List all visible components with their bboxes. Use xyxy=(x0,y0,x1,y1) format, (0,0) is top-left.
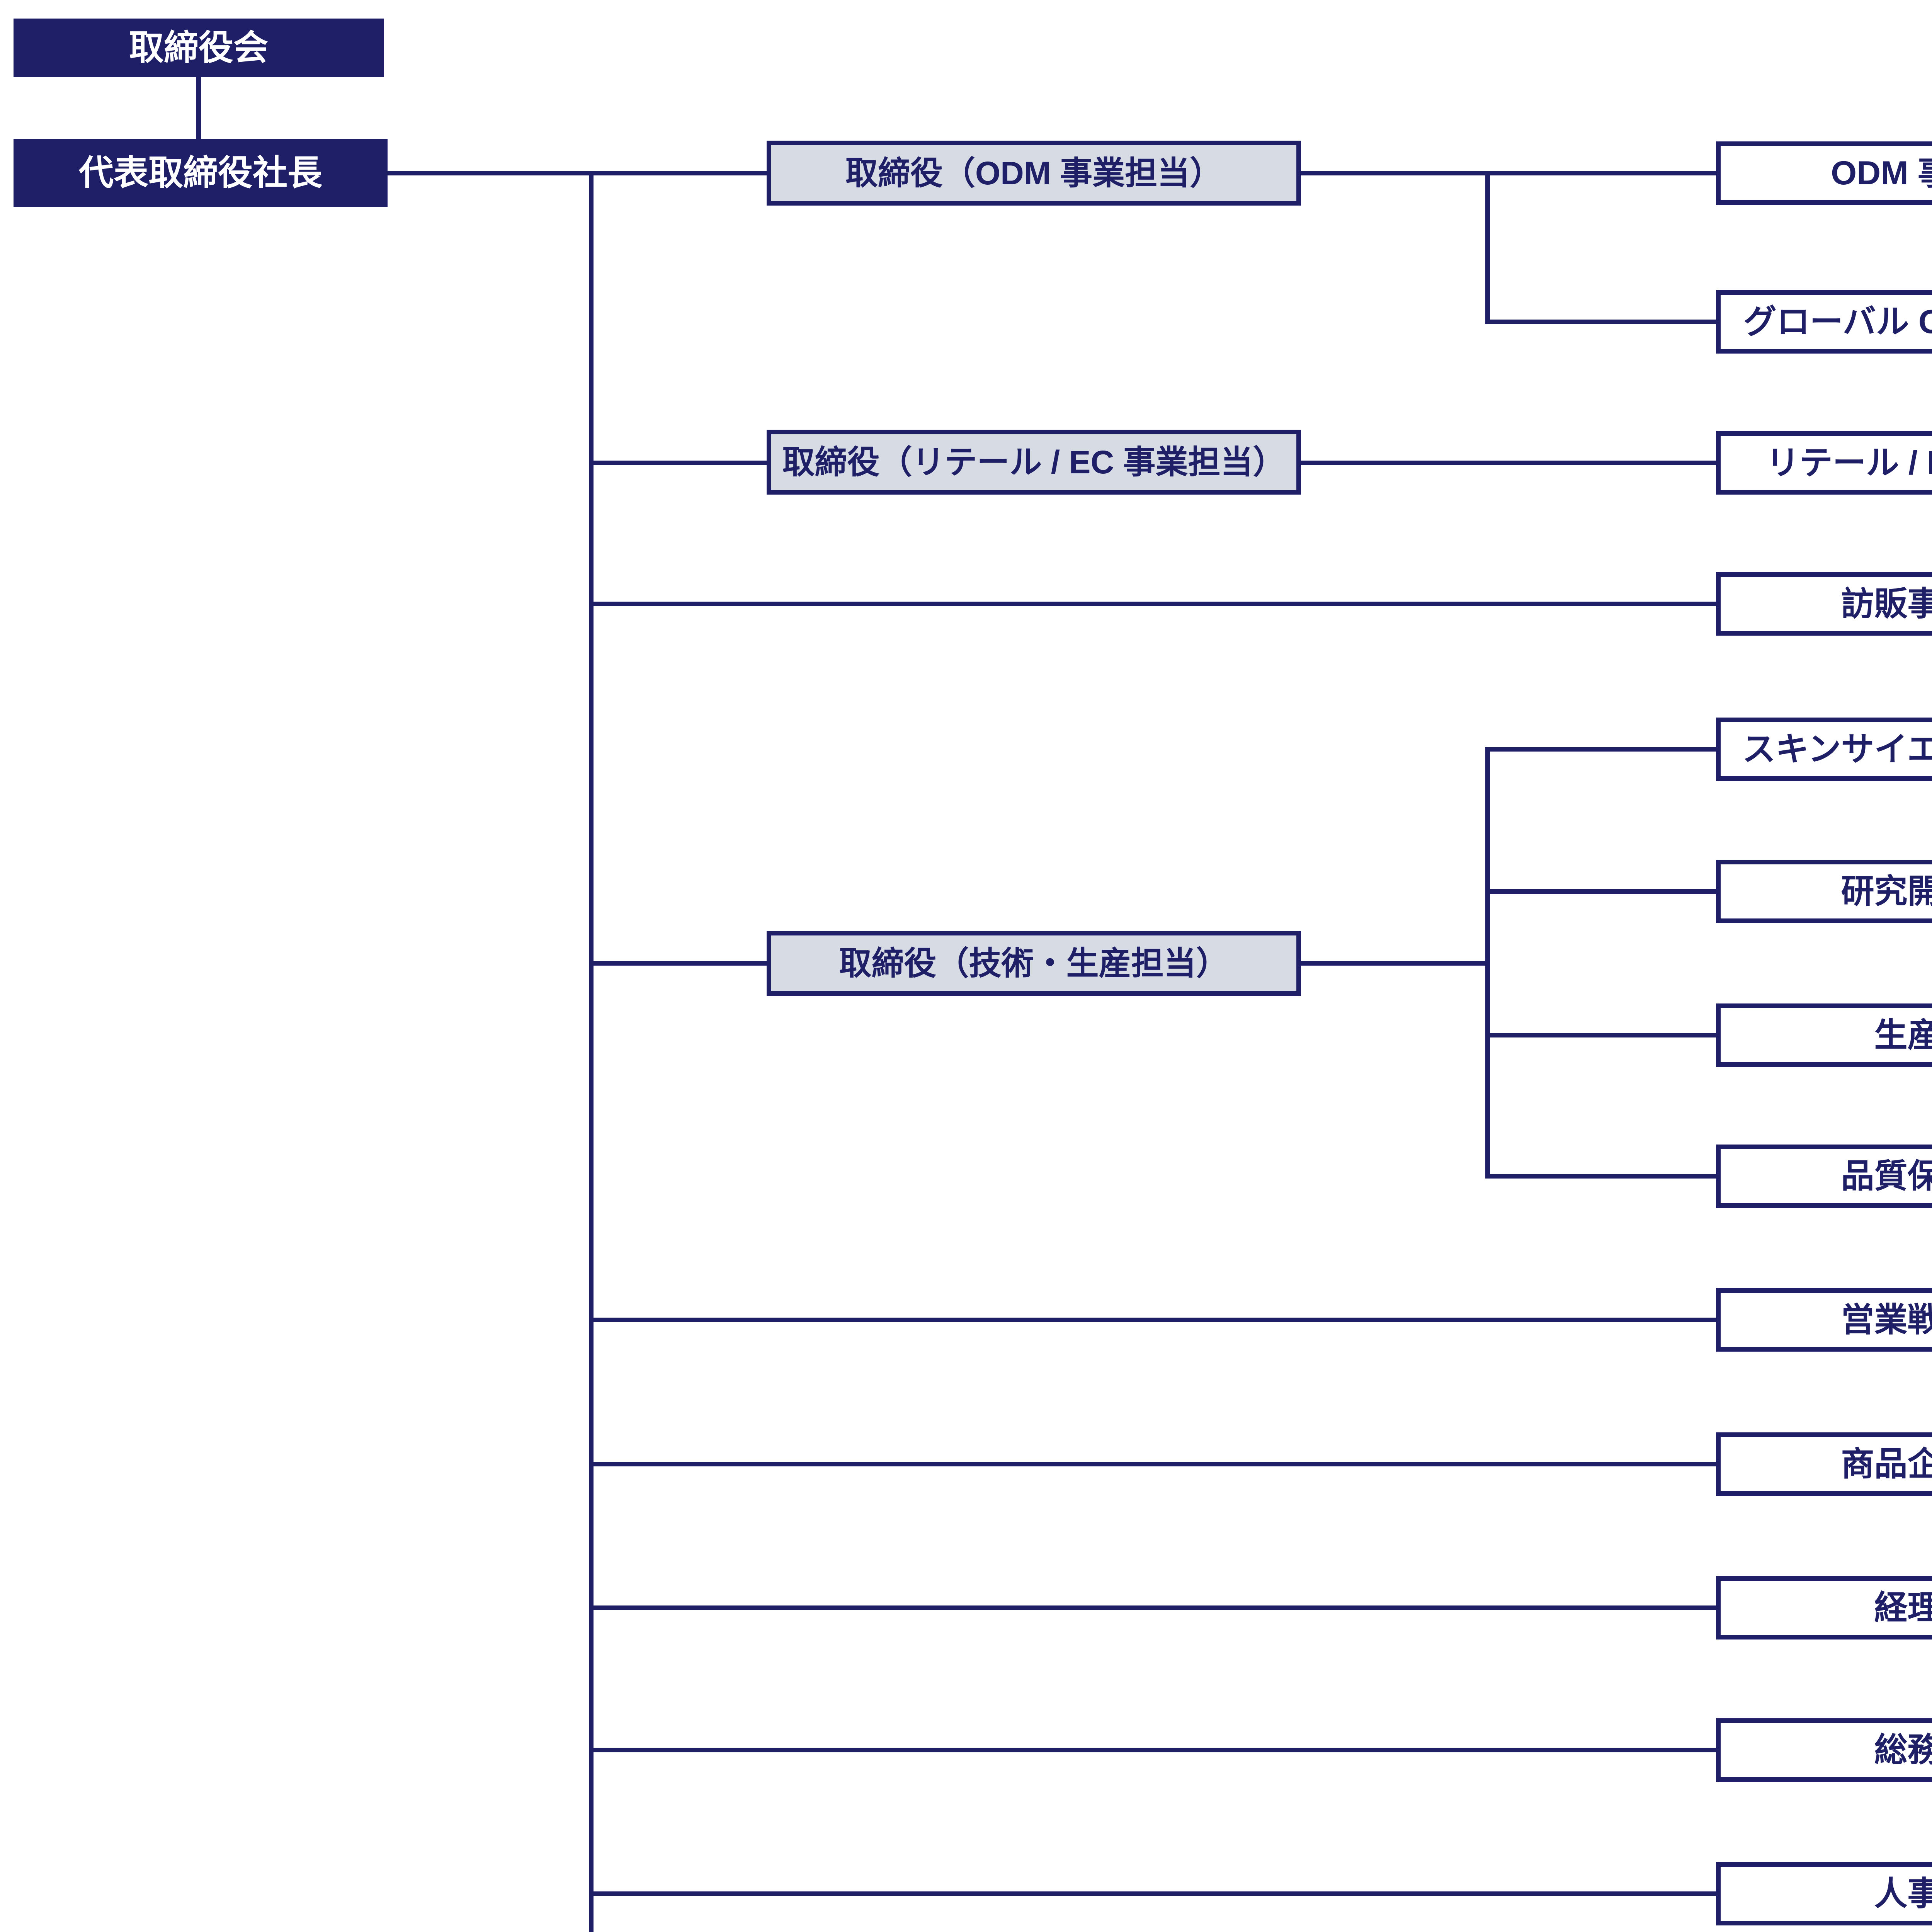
dept-box-production: 生産部 xyxy=(1716,1003,1932,1067)
dept-houhan-label: 訪販事業部 xyxy=(1841,585,1932,622)
dept-general-affairs-label: 総務部 xyxy=(1874,1731,1932,1769)
dept-skin-science-label: スキンサイエンス研究室 xyxy=(1742,731,1932,768)
president-label: 代表取締役社長 xyxy=(79,154,322,192)
dept-production-label: 生産部 xyxy=(1874,1017,1932,1054)
director-odm-label: 取締役（ODM 事業担当） xyxy=(845,155,1223,191)
board-label: 取締役会 xyxy=(129,29,268,67)
president-box: 代表取締役社長 xyxy=(14,139,388,207)
director-tech-production-label: 取締役（技術・生産担当） xyxy=(839,945,1229,981)
dept-box-accounting: 経理部 xyxy=(1716,1576,1932,1639)
connector-tech-branch-spine xyxy=(1485,747,1490,1179)
dept-hr-label: 人事部 xyxy=(1874,1875,1932,1912)
connector-row-general-affairs xyxy=(589,1748,1716,1752)
dept-sales-strategy-label: 営業戦略室 xyxy=(1841,1301,1932,1338)
dept-odm-label: ODM 事業部 xyxy=(1831,155,1932,192)
connector-row-production xyxy=(1485,1033,1716,1037)
connector-odm-branch-spine xyxy=(1485,171,1490,324)
connector-row-hr xyxy=(589,1891,1716,1896)
dept-box-general-affairs: 総務部 xyxy=(1716,1718,1932,1782)
dept-box-sales-strategy: 営業戦略室 xyxy=(1716,1288,1932,1352)
dept-quality-label: 品質保証部 xyxy=(1841,1158,1932,1195)
director-box-odm: 取締役（ODM 事業担当） xyxy=(767,141,1301,206)
dept-box-houhan: 訪販事業部 xyxy=(1716,572,1932,636)
connector-row-accounting xyxy=(589,1605,1716,1610)
dept-global-odm-label: グローバル ODM 事業部 xyxy=(1743,303,1932,340)
director-box-retail-ec: 取締役（リテール / EC 事業担当） xyxy=(767,430,1301,495)
connector-row-rnd xyxy=(1485,889,1716,894)
dept-box-skin-science: スキンサイエンス研究室 xyxy=(1716,718,1932,781)
connector-row-quality xyxy=(1485,1174,1716,1179)
director-retail-ec-label: 取締役（リテール / EC 事業担当） xyxy=(782,444,1286,480)
dept-box-retail-ec: リテール / EC 事業部 xyxy=(1716,431,1932,495)
connector-row-skin-science xyxy=(1485,747,1716,752)
dept-retail-ec-label: リテール / EC 事業部 xyxy=(1766,444,1932,481)
connector-row-product-planning xyxy=(589,1462,1716,1466)
connector-row-sales-strategy xyxy=(589,1318,1716,1322)
dept-accounting-label: 経理部 xyxy=(1874,1589,1932,1626)
connector-row-houhan xyxy=(589,602,1716,606)
connector-trunk xyxy=(589,171,594,1932)
connector-row-global-odm xyxy=(1485,320,1716,324)
connector-president-trunk xyxy=(388,171,594,175)
dept-box-product-planning: 商品企画部 xyxy=(1716,1432,1932,1496)
dept-box-global-odm: グローバル ODM 事業部 xyxy=(1716,290,1932,354)
dept-box-odm: ODM 事業部 xyxy=(1716,141,1932,205)
dept-box-rnd: 研究開発部 xyxy=(1716,860,1932,923)
dept-box-quality: 品質保証部 xyxy=(1716,1145,1932,1208)
dept-product-planning-label: 商品企画部 xyxy=(1841,1446,1932,1483)
director-box-tech-production: 取締役（技術・生産担当） xyxy=(767,931,1301,996)
dept-rnd-label: 研究開発部 xyxy=(1841,873,1932,910)
board-box: 取締役会 xyxy=(14,19,384,77)
connector-board-president xyxy=(196,77,201,139)
dept-box-hr: 人事部 xyxy=(1716,1862,1932,1925)
